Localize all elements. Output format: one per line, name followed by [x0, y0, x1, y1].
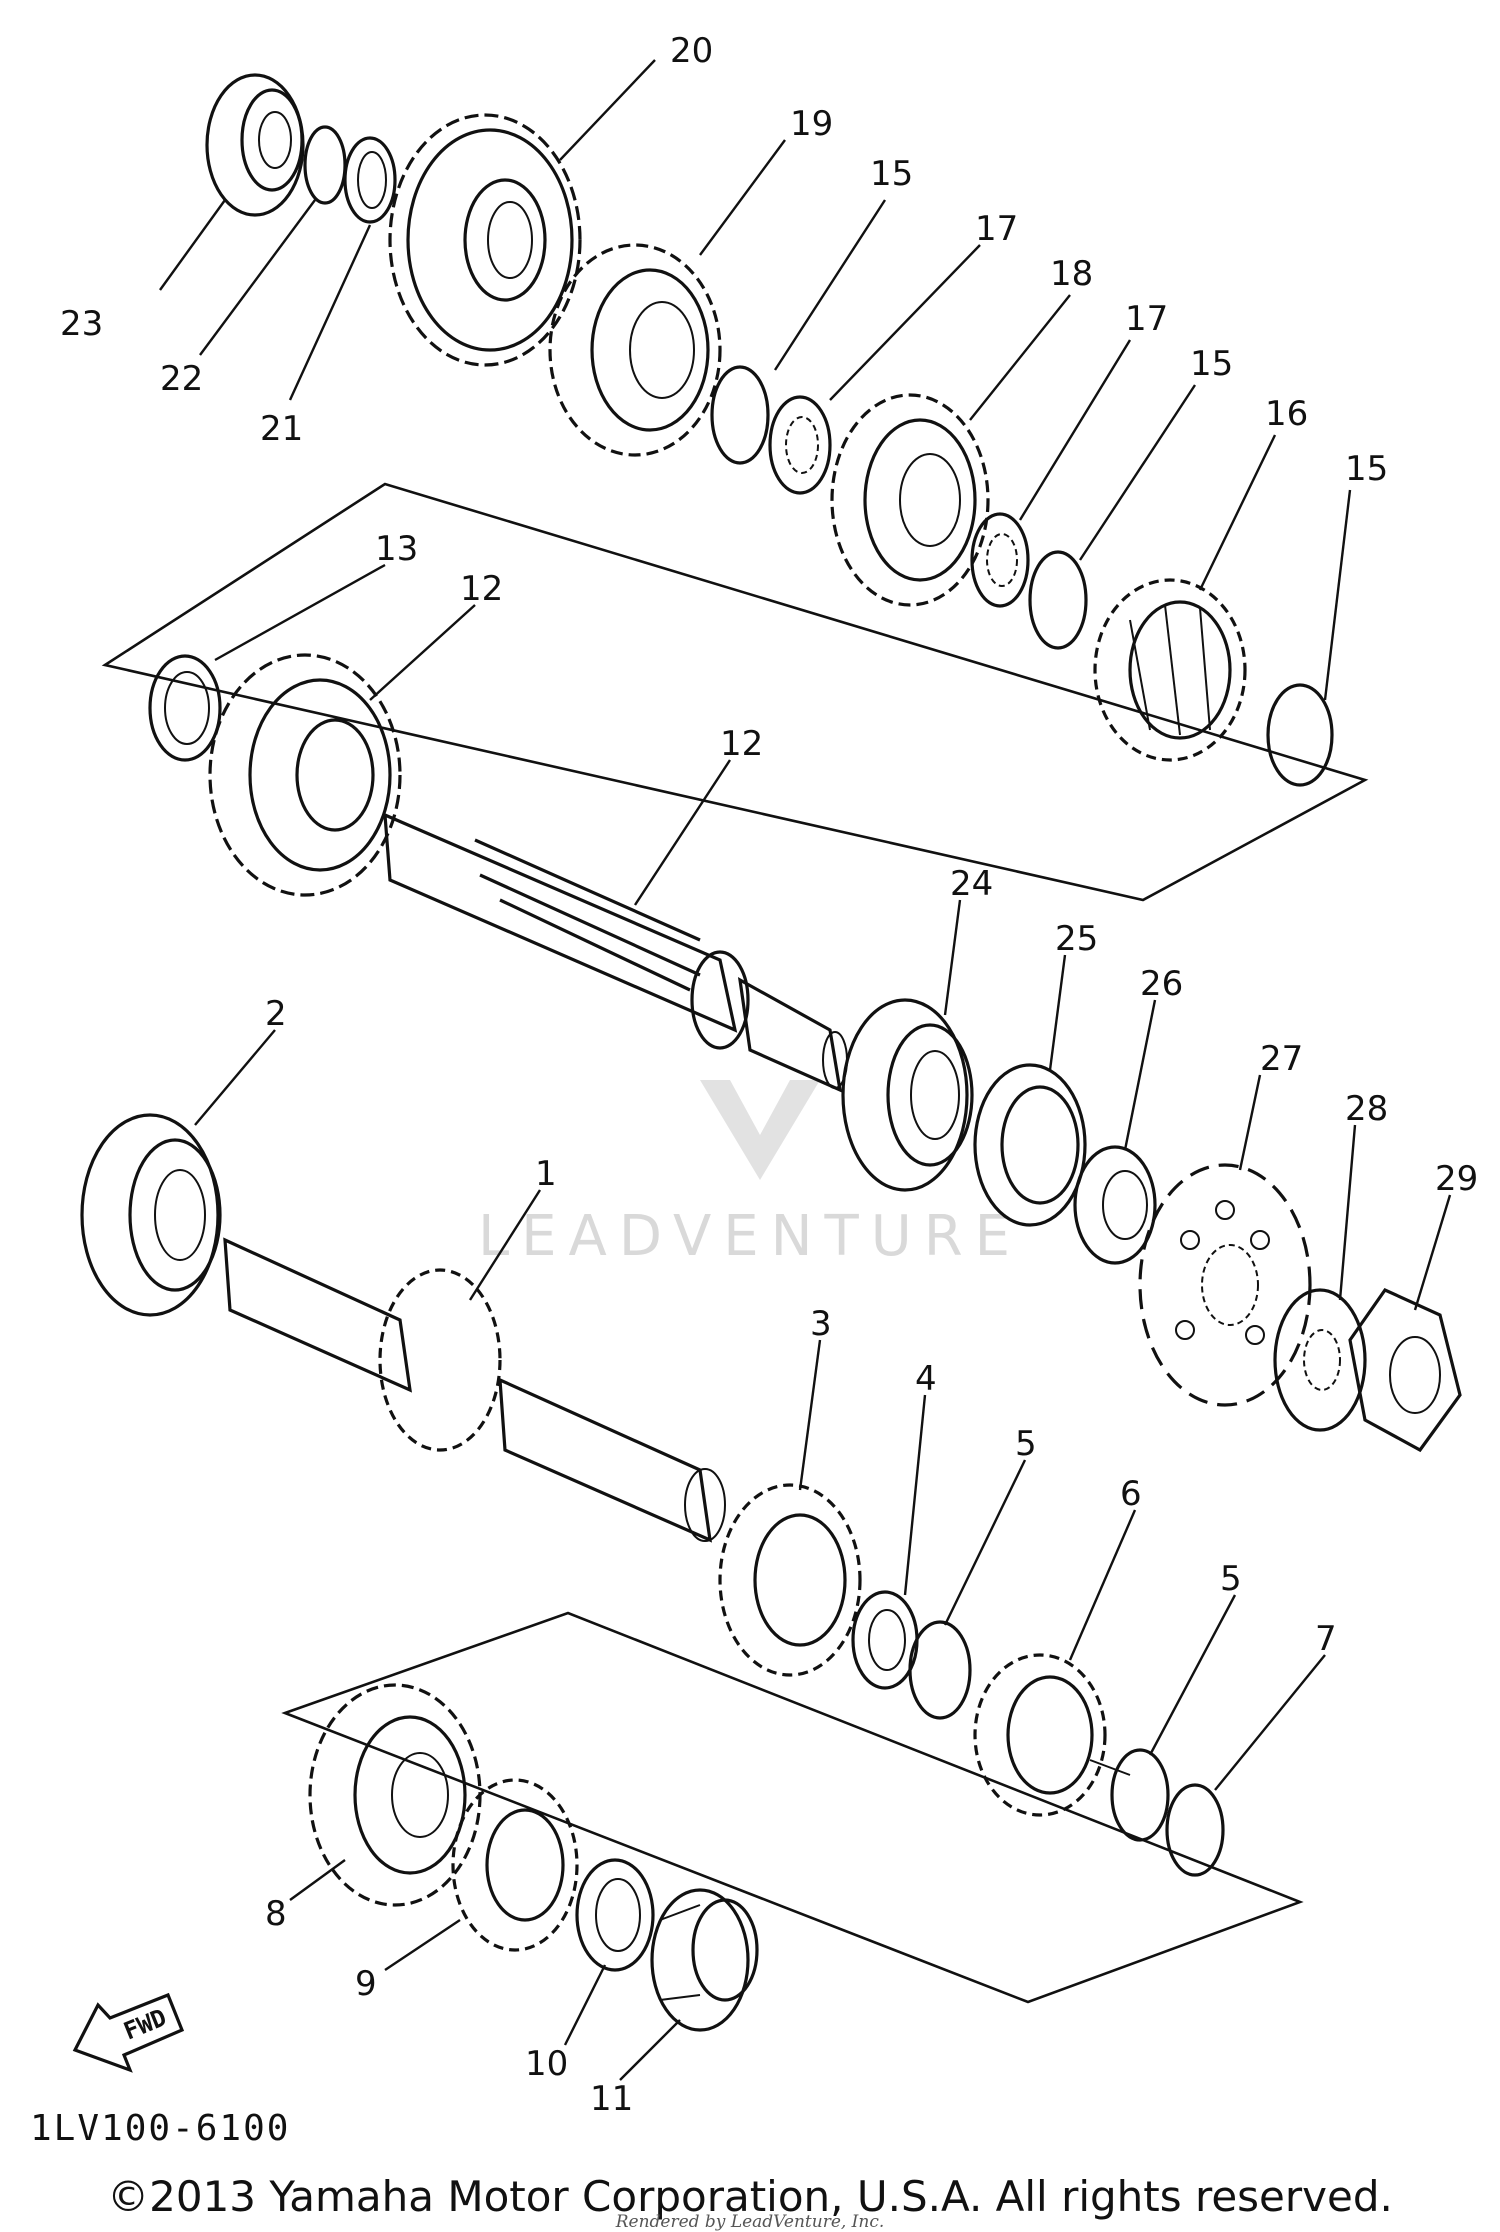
- callout-29: 29: [1435, 1159, 1478, 1199]
- gear-3: [718, 1483, 862, 1677]
- needle-bearing-11: [650, 1888, 759, 2032]
- leader-lines: [159, 59, 1452, 2081]
- lower-gear-group-frame: [281, 1611, 1304, 2004]
- callout-17-b: 17: [1125, 299, 1168, 339]
- circlip-22: [303, 125, 347, 205]
- callout-6: 6: [1120, 1474, 1142, 1514]
- callout-7: 7: [1315, 1619, 1337, 1659]
- splined-washer-17b: [970, 512, 1030, 608]
- gear-20: [388, 113, 582, 367]
- washer-21: [343, 136, 397, 224]
- bearing-2: [80, 1113, 222, 1317]
- callout-15-right: 15: [1345, 449, 1388, 489]
- rendered-by-notice: Rendered by LeadVenture, Inc.: [615, 2212, 885, 2232]
- gear-13: [208, 653, 402, 897]
- bearing-24: [841, 998, 974, 1192]
- splined-washer-17a: [768, 395, 832, 495]
- callout-2: 2: [265, 994, 287, 1034]
- callout-21: 21: [260, 409, 303, 449]
- circlip-15c: [1266, 683, 1334, 787]
- callout-13: 12: [460, 569, 503, 609]
- callout-15-mid: 15: [1190, 344, 1233, 384]
- nut-29: [1348, 1287, 1462, 1453]
- watermark-text: LEADVENTURE: [478, 1204, 1022, 1269]
- drive-sprocket-27: [1138, 1163, 1312, 1407]
- drive-axle-1: [223, 1237, 726, 1543]
- callout-23: 23: [60, 304, 103, 344]
- collar-26: [1073, 1145, 1157, 1265]
- callout-1: 1: [535, 1154, 557, 1194]
- callout-10: 10: [525, 2044, 568, 2084]
- callout-15-top: 15: [870, 154, 913, 194]
- callout-9: 9: [355, 1964, 377, 2004]
- callout-5-b: 5: [1220, 1559, 1242, 1599]
- callout-8: 8: [265, 1894, 287, 1934]
- lock-washer-28: [1273, 1288, 1367, 1432]
- callout-27: 27: [1260, 1039, 1303, 1079]
- oil-seal-25: [973, 1063, 1087, 1227]
- washer-14: [148, 654, 222, 762]
- circlip-5b: [1110, 1748, 1170, 1842]
- callout-numbers: 20 19 15 17 18 17 15 16 15 23 22 21 13 1…: [60, 31, 1478, 2119]
- callout-20: 20: [670, 31, 713, 71]
- callout-19: 19: [790, 104, 833, 144]
- circlip-5a: [908, 1620, 972, 1720]
- callout-25: 25: [1055, 919, 1098, 959]
- callout-24: 24: [950, 864, 993, 904]
- circlip-15a: [710, 365, 770, 465]
- washer-4: [851, 1590, 919, 1690]
- callout-17-a: 17: [975, 209, 1018, 249]
- callout-4: 4: [915, 1359, 937, 1399]
- callout-26: 26: [1140, 964, 1183, 1004]
- main-axle-12: [383, 812, 848, 1093]
- circlip-7: [1165, 1783, 1225, 1877]
- washer-10: [575, 1858, 655, 1972]
- watermark-logo: LEADVENTURE: [478, 1080, 1022, 1269]
- bearing-23: [205, 73, 305, 217]
- gear-9: [451, 1778, 579, 1952]
- gear-16: [1093, 578, 1247, 762]
- callout-5-a: 5: [1015, 1424, 1037, 1464]
- callout-28: 28: [1345, 1089, 1388, 1129]
- copyright-notice: ©2013 Yamaha Motor Corporation, U.S.A. A…: [107, 2172, 1393, 2221]
- gear-6: [973, 1653, 1131, 1817]
- callout-16: 16: [1265, 394, 1308, 434]
- gear-19: [548, 243, 722, 457]
- upper-gear-group-frame: [101, 482, 1369, 902]
- callout-22: 22: [160, 359, 203, 399]
- gear-18: [830, 393, 990, 607]
- callout-12: 12: [720, 724, 763, 764]
- circlip-15b: [1028, 550, 1088, 650]
- callout-14: 13: [375, 529, 418, 569]
- callout-11: 11: [590, 2079, 633, 2119]
- callout-18: 18: [1050, 254, 1093, 294]
- fwd-arrow-icon: FWD: [72, 1992, 185, 2073]
- drawing-code: 1LV100-6100: [30, 2108, 290, 2149]
- callout-3: 3: [810, 1304, 832, 1344]
